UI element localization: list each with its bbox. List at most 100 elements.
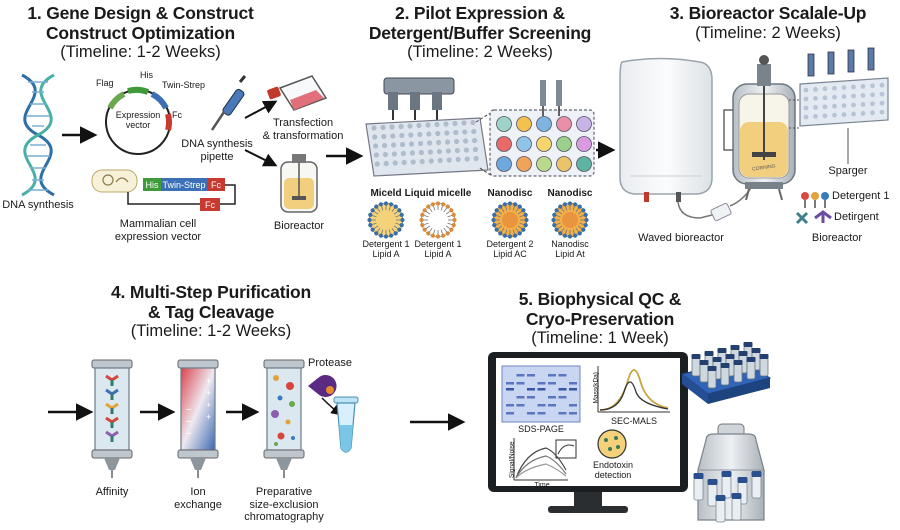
bioreactor-label: Bioreactor (273, 220, 325, 232)
screening-well (556, 116, 572, 132)
twin-strep-tag-label: Twin-Strep (162, 80, 206, 90)
micelle-name-label: Liquid micelle (400, 188, 476, 200)
tube (733, 363, 743, 383)
tube (720, 366, 730, 386)
well (822, 104, 828, 110)
micelle-title: Nanodisc (547, 188, 593, 199)
svg-text:–: – (186, 428, 192, 439)
well (879, 109, 885, 115)
screening-well (536, 116, 552, 132)
step-timeline: (Timeline: 1-2 Weeks) (60, 43, 221, 62)
label-line: DNA synthesis (181, 138, 253, 150)
screening-well (496, 116, 512, 132)
sec-mals-label: SEC-MALS (610, 416, 657, 426)
well (454, 138, 460, 145)
well (382, 142, 388, 149)
well (832, 85, 837, 91)
step-title-line: 4. Multi-Step Purification (111, 282, 311, 302)
screening-well (576, 136, 592, 152)
step-title-line: & Tag Cleavage (147, 301, 275, 322)
well (851, 84, 856, 90)
label-line: Lipid A (372, 249, 400, 260)
well (813, 87, 818, 92)
well (822, 86, 828, 92)
step-title-line: Detergent/Buffer Screening (368, 22, 592, 43)
screening-well (556, 156, 572, 172)
well (399, 132, 405, 139)
bar-fc2-label: Fc (205, 200, 215, 210)
micelle-title: Miceld (370, 188, 402, 199)
well (380, 124, 386, 131)
well (803, 87, 809, 93)
step-timeline: (Timeline: 1-2 Weeks) (130, 322, 292, 341)
protease-label: Protease (307, 357, 353, 369)
well (445, 139, 451, 145)
bar-his-label: His (145, 180, 159, 190)
step-title-line: 5. Biophysical QC & (518, 289, 682, 309)
step-3-heading: 3. Bioreactor Scalale-Up (Timeline: 2 We… (640, 3, 896, 42)
well (416, 122, 422, 129)
well (879, 82, 885, 88)
spr-x-axis-label: Time (534, 482, 550, 489)
arrow-icon (244, 100, 278, 119)
tube (759, 357, 769, 377)
well (373, 143, 379, 149)
well (444, 130, 450, 136)
step-2-heading: 2. Pilot Expression & Detergent/Buffer S… (350, 3, 610, 62)
tube (699, 363, 709, 383)
screening-well (576, 116, 592, 132)
label-line: vector (125, 120, 151, 131)
microtube-icon (333, 396, 359, 453)
well (400, 150, 406, 157)
label-line: expression vector (114, 230, 202, 243)
micelle-icon (551, 201, 589, 239)
chromatography-column-icon (91, 359, 133, 478)
detergent-dispense-plate-icon (789, 47, 889, 129)
label-line: chromatography (244, 511, 324, 524)
zoom-line-icon (475, 111, 493, 123)
label-line: & transformation (262, 129, 344, 142)
well (463, 138, 469, 144)
micelle-name-label: Miceld (348, 188, 424, 200)
transfection-label: Transfection & transformation (258, 117, 348, 142)
well (860, 102, 866, 107)
well (426, 131, 432, 137)
step-5-heading: 5. Biophysical QC & Cryo-Preservation (T… (475, 289, 725, 348)
zoom-line-icon (479, 167, 493, 177)
stirred-tank-icon (723, 55, 796, 201)
well (464, 156, 470, 162)
well (452, 120, 458, 127)
well (463, 147, 469, 153)
svg-text:+: + (206, 388, 211, 398)
step-title-line: 3. Bioreactor Scalale-Up (669, 3, 867, 23)
well (428, 158, 434, 164)
micelle-row (367, 201, 589, 239)
label-line: Mammalian cell (119, 218, 197, 230)
tube (691, 357, 701, 377)
well (454, 147, 460, 154)
well (453, 129, 459, 136)
well (391, 142, 397, 148)
well (472, 146, 478, 153)
well (390, 133, 396, 139)
protease-icon (308, 375, 337, 398)
micelle-name-label: Nanodisc (472, 188, 548, 200)
svg-text:+: + (206, 376, 211, 386)
fc-tag-label: Fc (172, 110, 182, 120)
well (418, 149, 424, 156)
well (382, 151, 388, 158)
well (398, 123, 404, 130)
well (427, 140, 433, 146)
wave-bag-icon (619, 57, 753, 222)
screening-well (496, 136, 512, 152)
label-line: Affinity (95, 486, 129, 498)
screening-well (516, 136, 532, 152)
screening-well (536, 156, 552, 172)
well (879, 100, 885, 106)
svg-text:+: + (206, 400, 211, 410)
label-line: Ion (190, 486, 206, 498)
